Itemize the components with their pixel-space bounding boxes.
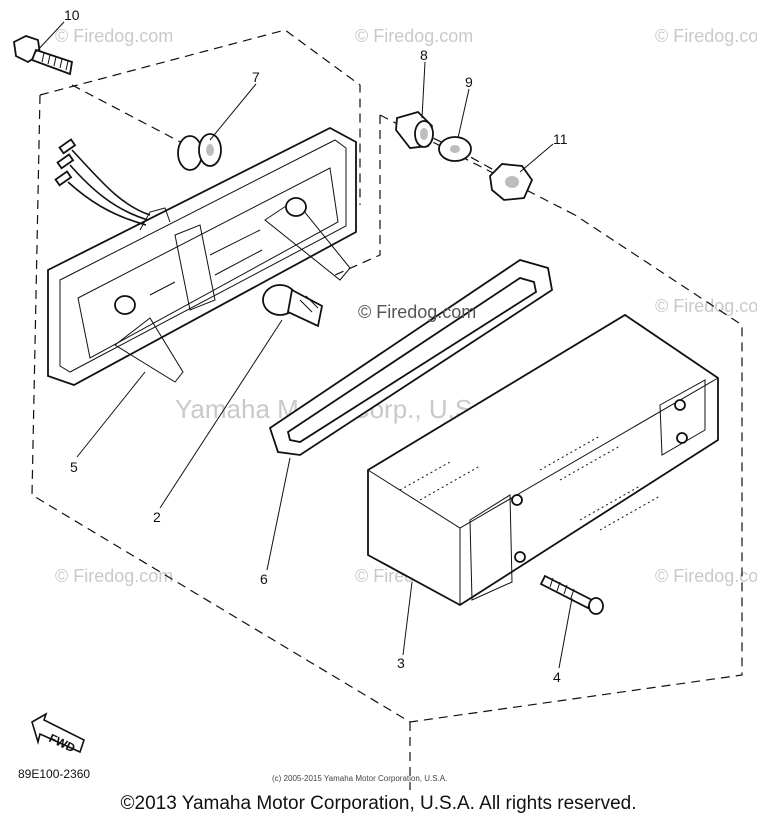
- leader-line: [159, 319, 283, 509]
- callout-2: 2: [153, 509, 161, 525]
- lens-screw-hole: [674, 399, 686, 411]
- leader-line: [402, 581, 413, 656]
- leader-line: [519, 143, 554, 173]
- wire-1: [71, 149, 151, 216]
- mount-boss-left: [114, 317, 184, 383]
- lens-screw-hole: [511, 494, 523, 506]
- callout-11: 11: [553, 131, 568, 147]
- washer-part: [438, 136, 472, 162]
- watermark-center-text: © Firedog.com: [358, 302, 476, 322]
- callout-labels: 10 7 8 9 11 5 2 6 3 4: [64, 7, 568, 685]
- callout-9: 9: [465, 74, 473, 90]
- small-copyright: (c) 2005-2015 Yamaha Motor Corporation, …: [272, 774, 447, 783]
- housing-recess: [77, 167, 339, 359]
- wire-terminal: [56, 153, 75, 170]
- diagram-code: 89E100-2360: [18, 767, 90, 781]
- grommet-part: [177, 133, 222, 171]
- gasket-inner: [286, 277, 538, 443]
- watermark-text: © Firedog.com: [55, 26, 173, 46]
- callout-10: 10: [64, 7, 80, 23]
- wire-terminal: [58, 138, 77, 155]
- callout-8: 8: [420, 47, 428, 63]
- collar-part: [395, 110, 434, 149]
- leader-line: [421, 61, 426, 119]
- boundary-outer: [31, 94, 743, 723]
- lens-screw-hole: [676, 432, 688, 444]
- mount-boss-right: [264, 199, 351, 281]
- nut-part: [489, 163, 534, 201]
- bulb-part: [262, 284, 324, 328]
- fwd-arrow: FWD: [31, 712, 85, 755]
- footer-copyright: ©2013 Yamaha Motor Corporation, U.S.A. A…: [120, 793, 637, 814]
- socket-housing: [174, 224, 216, 311]
- callout-5: 5: [70, 459, 78, 475]
- housing-frame: [47, 126, 357, 386]
- lens-reflector-left: [469, 494, 513, 601]
- leader-lines: [35, 21, 573, 669]
- callout-6: 6: [260, 571, 268, 587]
- leader-line: [558, 597, 573, 669]
- housing-detail-lines: [149, 229, 263, 296]
- screw-part: [539, 574, 604, 615]
- mount-hole-right: [285, 197, 307, 217]
- callout-4: 4: [553, 669, 561, 685]
- callout-7: 7: [252, 69, 260, 85]
- lens-part: [367, 313, 719, 607]
- bulb-base: [286, 288, 324, 328]
- mount-hole-left: [114, 295, 136, 315]
- bulb-filament: [299, 295, 319, 313]
- nut-hole: [505, 176, 519, 188]
- screw-shank: [539, 574, 594, 610]
- leader-line: [35, 21, 65, 53]
- leader-line: [76, 371, 146, 458]
- lens-body: [367, 313, 719, 607]
- wire-3: [67, 181, 147, 226]
- screw-thread: [549, 577, 575, 599]
- gasket-part: [268, 259, 553, 456]
- watermark-text: © Firedog.com: [355, 26, 473, 46]
- watermark-text: © Firedog.com: [655, 296, 757, 316]
- callout-3: 3: [397, 655, 405, 671]
- leader-line: [266, 457, 291, 571]
- lens-screw-hole: [514, 551, 526, 563]
- leader-line: [209, 83, 257, 141]
- bolt-part: [13, 35, 74, 76]
- wire-harness: [54, 138, 151, 226]
- bolt-shank: [30, 48, 74, 76]
- watermark-text: © Firedog.com: [55, 566, 173, 586]
- wire-terminal: [54, 170, 73, 187]
- lamp-housing-part: [47, 126, 357, 386]
- grommet-hole: [206, 144, 214, 156]
- wire-grommet: [139, 207, 171, 231]
- washer-hole: [450, 145, 460, 153]
- collar-hole: [420, 128, 428, 140]
- lens-reflector-right: [659, 379, 706, 456]
- screw-head: [588, 597, 604, 615]
- watermark-text: © Firedog.com: [655, 26, 757, 46]
- fwd-arrow-shape: [31, 712, 85, 754]
- watermark-text: © Firedog.com: [655, 566, 757, 586]
- wire-2: [69, 164, 149, 221]
- housing-inner-rim: [59, 139, 347, 373]
- bolt-thread: [41, 52, 69, 71]
- leader-line: [457, 88, 470, 139]
